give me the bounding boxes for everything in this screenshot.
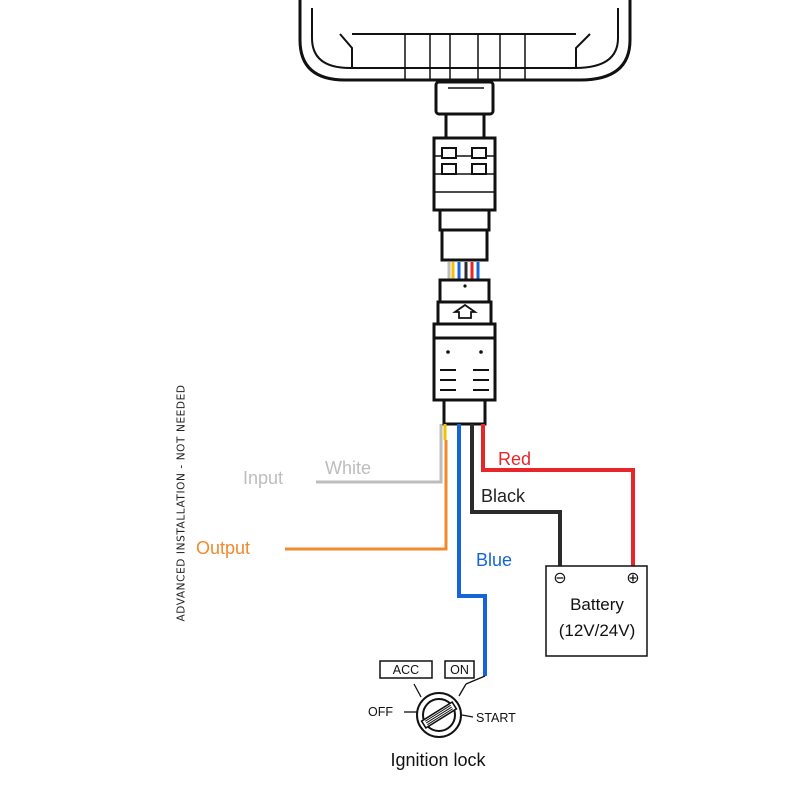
label-output: Output xyxy=(196,538,250,558)
label-red: Red xyxy=(498,449,531,469)
ignition-start: START xyxy=(476,711,516,725)
ignition-title: Ignition lock xyxy=(390,750,486,770)
cable-connector-bottom xyxy=(432,278,497,426)
tracker-device xyxy=(298,0,632,82)
battery-minus-icon: ⊖ xyxy=(553,570,566,587)
ignition-on: ON xyxy=(450,663,469,677)
white-wire xyxy=(316,424,443,484)
label-black: Black xyxy=(481,486,526,506)
battery-voltage: (12V/24V) xyxy=(559,621,636,640)
wire-bundle-mid xyxy=(447,262,480,280)
orange-wire xyxy=(285,440,448,551)
ignition-lock: ACC ON OFF START Ignition lock xyxy=(368,660,516,770)
battery-label: Battery xyxy=(570,595,624,614)
label-blue: Blue xyxy=(476,550,512,570)
ignition-acc: ACC xyxy=(393,663,419,677)
blue-wire xyxy=(457,424,487,676)
ignition-key-slot-icon xyxy=(420,700,458,730)
advanced-installation-note: ADVANCED INSTALLATION - NOT NEEDED xyxy=(175,384,188,622)
cable-connector-top xyxy=(432,80,497,262)
ignition-off: OFF xyxy=(368,705,393,719)
label-input: Input xyxy=(243,468,283,488)
black-wire xyxy=(470,424,562,566)
battery-plus-icon: ⊕ xyxy=(626,570,639,587)
label-white: White xyxy=(325,458,371,478)
battery: ⊖ ⊕ Battery (12V/24V) xyxy=(545,565,648,657)
red-wire xyxy=(481,424,635,566)
